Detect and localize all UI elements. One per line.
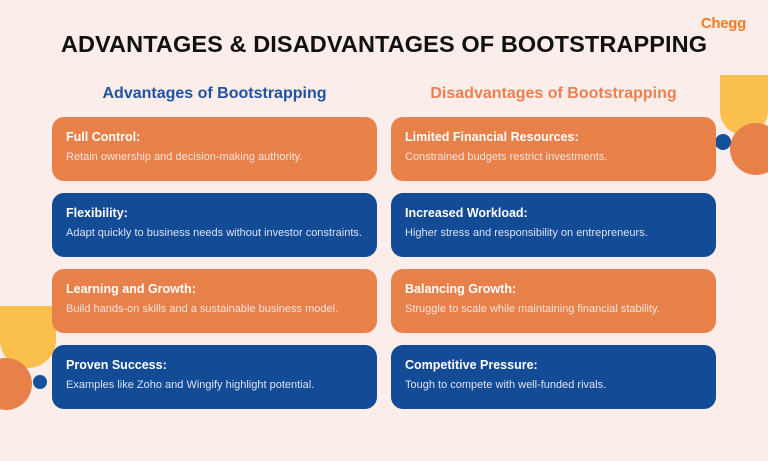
card-body: Retain ownership and decision-making aut… xyxy=(66,151,303,164)
column-heading-disadvantages: Disadvantages of Bootstrapping xyxy=(430,85,677,102)
card-body: Struggle to scale while maintaining fina… xyxy=(405,303,660,316)
card-proven-success: Proven Success: Examples like Zoho and W… xyxy=(52,345,377,410)
card-title: Proven Success: xyxy=(66,358,167,373)
card-balancing-growth: Balancing Growth: Struggle to scale whil… xyxy=(391,269,716,334)
card-body: Constrained budgets restrict investments… xyxy=(405,151,608,164)
column-advantages: Advantages of Bootstrapping Full Control… xyxy=(52,84,377,421)
card-learning-and-growth: Learning and Growth: Build hands-on skil… xyxy=(52,269,377,334)
card-title: Balancing Growth: xyxy=(405,282,517,297)
card-body: Higher stress and responsibility on entr… xyxy=(405,227,648,240)
card-title: Learning and Growth: xyxy=(66,282,196,297)
card-competitive-pressure: Competitive Pressure: Tough to compete w… xyxy=(391,345,716,410)
card-title: Increased Workload: xyxy=(405,206,528,221)
card-body: Adapt quickly to business needs without … xyxy=(66,227,362,240)
card-body: Examples like Zoho and Wingify highlight… xyxy=(66,379,315,392)
card-title: Flexibility: xyxy=(66,206,128,221)
card-full-control: Full Control: Retain ownership and decis… xyxy=(52,117,377,182)
card-increased-workload: Increased Workload: Higher stress and re… xyxy=(391,193,716,258)
column-disadvantages: Disadvantages of Bootstrapping Limited F… xyxy=(391,84,716,421)
columns-container: Advantages of Bootstrapping Full Control… xyxy=(0,84,768,421)
chegg-logo: Chegg xyxy=(700,15,746,32)
card-title: Full Control: xyxy=(66,130,141,145)
card-body: Tough to compete with well-funded rivals… xyxy=(405,379,607,392)
card-body: Build hands-on skills and a sustainable … xyxy=(66,303,339,316)
card-flexibility: Flexibility: Adapt quickly to business n… xyxy=(52,193,377,258)
card-title: Competitive Pressure: xyxy=(405,358,538,373)
column-heading-advantages: Advantages of Bootstrapping xyxy=(102,85,327,102)
page-title: ADVANTAGES & DISADVANTAGES OF BOOTSTRAPP… xyxy=(60,31,708,57)
card-title: Limited Financial Resources: xyxy=(405,130,579,145)
card-limited-financial-resources: Limited Financial Resources: Constrained… xyxy=(391,117,716,182)
